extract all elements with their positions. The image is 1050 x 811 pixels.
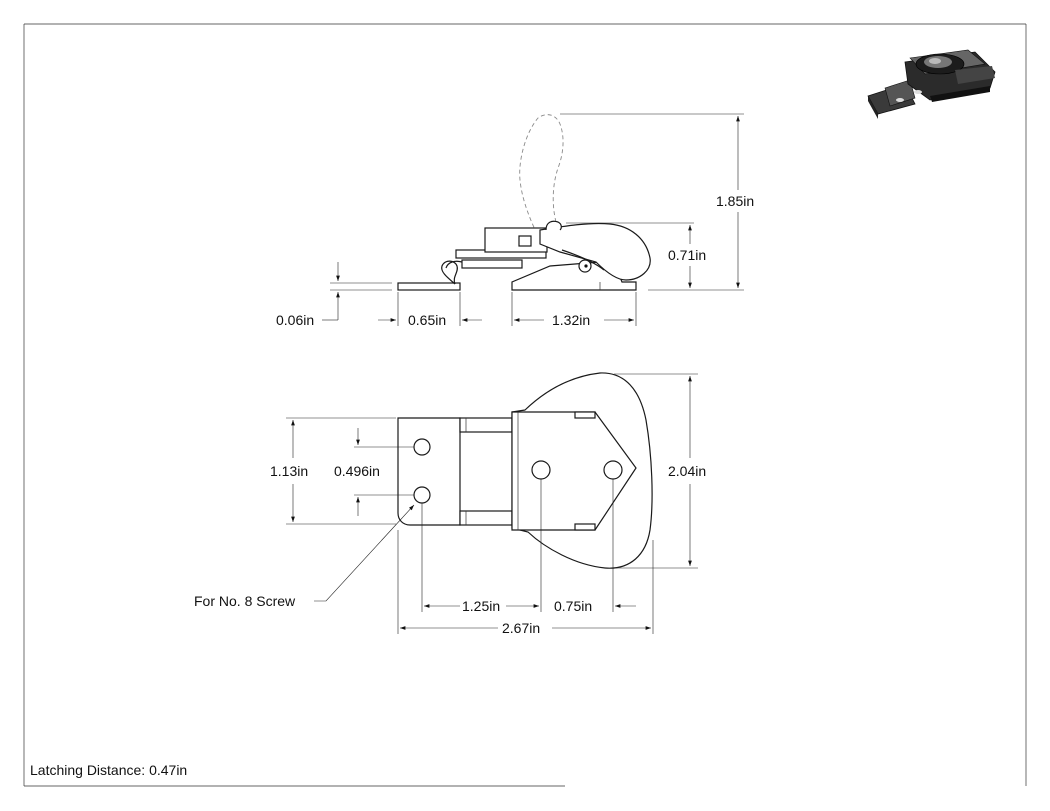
dim-hole-to-edge: 0.75in <box>554 598 592 614</box>
screw-note: For No. 8 Screw <box>194 593 296 609</box>
isometric-thumbnail <box>867 49 996 119</box>
dim-keeper-height: 1.13in <box>270 463 308 479</box>
dim-thickness: 0.06in <box>276 312 314 328</box>
sheet-border <box>23 23 1027 787</box>
dim-height-total: 1.85in <box>716 193 754 209</box>
dim-hole-to-hole: 1.25in <box>462 598 500 614</box>
dim-base-length: 1.32in <box>552 312 590 328</box>
dim-overall-length: 2.67in <box>502 620 540 636</box>
latching-distance-note: Latching Distance: 0.47in <box>30 762 187 778</box>
dim-keeper-length: 0.65in <box>408 312 446 328</box>
side-view <box>322 113 744 326</box>
dim-overall-height: 2.04in <box>668 463 706 479</box>
top-view <box>286 372 698 634</box>
dim-height-body: 0.71in <box>668 247 706 263</box>
dim-hole-spacing: 0.496in <box>334 463 380 479</box>
